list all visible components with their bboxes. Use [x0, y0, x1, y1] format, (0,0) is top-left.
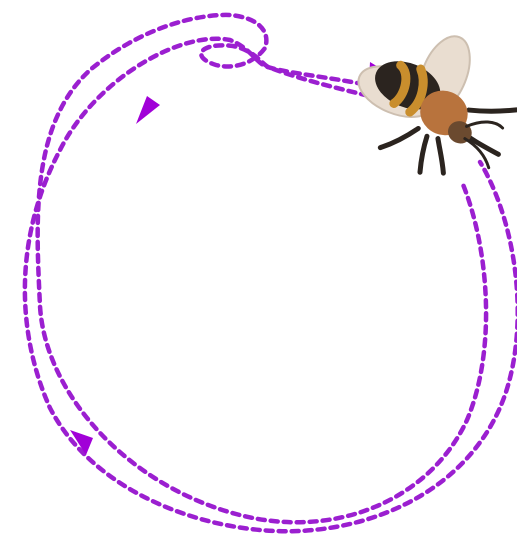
bee-leg	[380, 118, 418, 158]
bee-leg	[413, 136, 433, 172]
bee-leg	[427, 139, 455, 174]
arrowhead-top-left	[136, 96, 160, 124]
bee-antenna	[467, 114, 504, 139]
bee-image	[335, 8, 517, 197]
